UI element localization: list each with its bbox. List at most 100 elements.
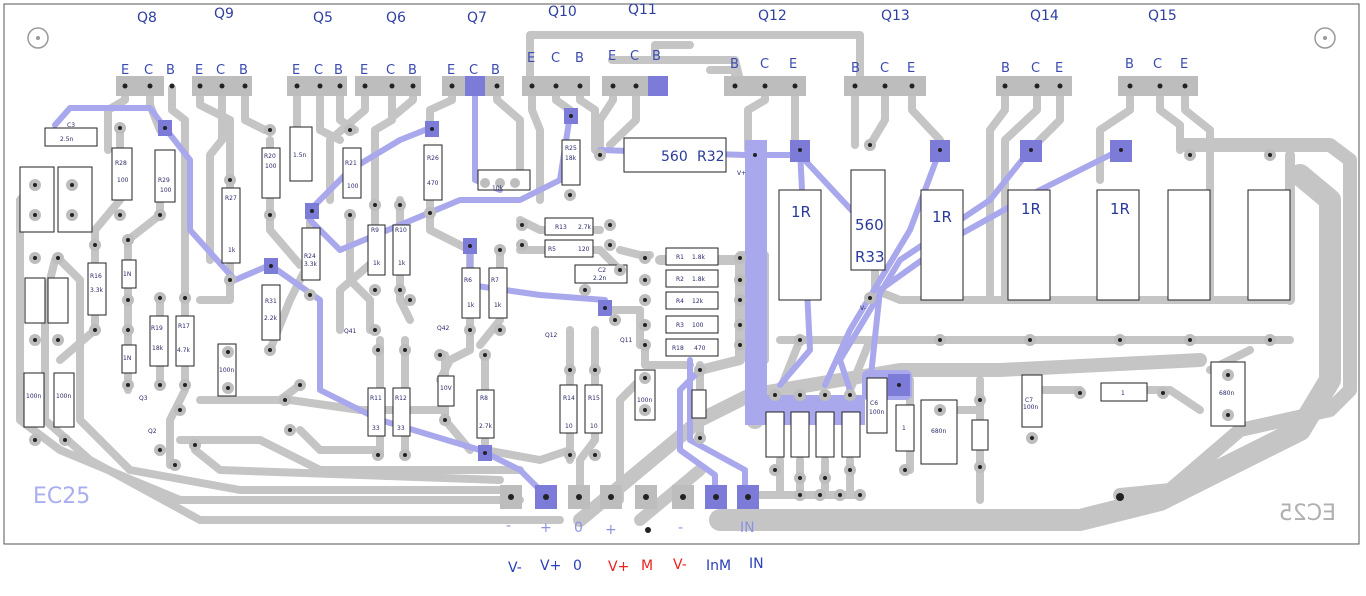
transistor-label-q10: Q10	[548, 4, 577, 20]
svg-text:1k: 1k	[373, 260, 381, 267]
svg-text:V+: V+	[737, 170, 746, 177]
svg-text:B: B	[1125, 57, 1134, 72]
transistor-label-q8: Q8	[137, 10, 157, 26]
transistor-label-q14: Q14	[1030, 8, 1059, 24]
svg-text:C: C	[144, 63, 153, 78]
svg-text:E: E	[608, 49, 616, 64]
legend-m: M	[641, 558, 653, 574]
svg-text:Q42: Q42	[437, 325, 450, 332]
svg-text:B: B	[166, 63, 175, 78]
svg-text:R14: R14	[563, 395, 575, 402]
r32-value: 560	[661, 149, 688, 165]
svg-text:470: 470	[694, 345, 706, 352]
svg-text:R3: R3	[676, 322, 684, 329]
svg-text:R4: R4	[676, 298, 684, 305]
edge-pad-minus-2: -	[678, 520, 683, 536]
transistor-label-q13: Q13	[881, 8, 910, 24]
svg-text:100n: 100n	[637, 397, 652, 404]
svg-text:E: E	[907, 61, 915, 76]
svg-text:100n: 100n	[219, 367, 234, 374]
legend-v-minus: V-	[508, 560, 522, 576]
svg-text:R10: R10	[395, 227, 407, 234]
svg-text:B: B	[730, 57, 739, 72]
svg-text:R2: R2	[676, 276, 684, 283]
svg-text:E: E	[1180, 57, 1188, 72]
svg-text:R1: R1	[676, 254, 684, 261]
svg-text:120: 120	[578, 246, 590, 253]
svg-text:C: C	[216, 63, 225, 78]
transistor-label-q15: Q15	[1148, 8, 1177, 24]
transistor-label-q7: Q7	[467, 10, 487, 26]
svg-text:100: 100	[265, 163, 277, 170]
power-resistor-1r-a: 1R	[791, 203, 811, 221]
svg-text:10: 10	[565, 423, 573, 430]
svg-text:R28: R28	[115, 160, 127, 167]
svg-text:C: C	[1153, 57, 1162, 72]
svg-text:Q41: Q41	[344, 328, 357, 335]
svg-text:E: E	[789, 57, 797, 72]
svg-text:R9: R9	[371, 227, 379, 234]
r32-label: R32	[697, 149, 725, 165]
component-outlines	[19, 126, 1291, 465]
svg-text:18k: 18k	[565, 155, 577, 162]
svg-text:C3: C3	[67, 122, 75, 129]
legend-v-plus: V+	[540, 558, 561, 574]
svg-text:R24: R24	[304, 253, 316, 260]
svg-text:E: E	[121, 63, 129, 78]
svg-text:1k: 1k	[467, 302, 475, 309]
legend-zero: 0	[573, 558, 582, 574]
svg-text:C2: C2	[598, 267, 606, 274]
svg-text:C: C	[314, 63, 323, 78]
svg-text:R19: R19	[151, 325, 163, 332]
svg-text:E: E	[527, 51, 535, 66]
svg-text:C: C	[880, 61, 889, 76]
svg-text:10V: 10V	[440, 385, 453, 392]
svg-text:B: B	[1001, 61, 1010, 76]
transistor-label-q12: Q12	[758, 8, 787, 24]
svg-text:B: B	[239, 63, 248, 78]
transistor-label-q9: Q9	[214, 6, 234, 22]
svg-text:E: E	[447, 63, 455, 78]
svg-text:Q2: Q2	[148, 428, 157, 435]
edge-pad-zero: 0	[574, 520, 583, 536]
power-resistor-1r-b: 1R	[932, 208, 952, 226]
edge-pad-plus: +	[540, 520, 552, 536]
svg-text:R8: R8	[480, 395, 488, 402]
svg-text:3.3k: 3.3k	[304, 261, 318, 268]
svg-text:C6: C6	[870, 400, 878, 407]
svg-text:Q12: Q12	[545, 332, 558, 339]
svg-text:C: C	[1031, 61, 1040, 76]
svg-text:18k: 18k	[152, 345, 164, 352]
svg-text:1: 1	[902, 425, 906, 432]
mounting-hole-left	[27, 27, 49, 49]
svg-text:Q11: Q11	[620, 337, 633, 344]
transistor-label-q6: Q6	[386, 10, 406, 26]
svg-text:100n: 100n	[869, 409, 884, 416]
svg-text:100n: 100n	[56, 393, 71, 400]
svg-text:1N: 1N	[123, 355, 131, 362]
svg-text:R26: R26	[427, 155, 439, 162]
svg-text:1.8k: 1.8k	[692, 254, 706, 261]
svg-text:1k: 1k	[398, 260, 406, 267]
svg-text:R7: R7	[491, 277, 499, 284]
svg-text:R20: R20	[264, 153, 276, 160]
mounting-hole-right	[1314, 27, 1336, 49]
svg-text:3.3k: 3.3k	[90, 287, 104, 294]
svg-text:E: E	[195, 63, 203, 78]
legend-in-m: InM	[706, 558, 731, 574]
svg-text:C: C	[630, 49, 639, 64]
svg-text:1.5n: 1.5n	[293, 152, 307, 159]
svg-text:1: 1	[1121, 390, 1125, 397]
r33-value: 560	[855, 216, 884, 234]
svg-text:12k: 12k	[692, 298, 704, 305]
svg-text:C: C	[551, 51, 560, 66]
svg-text:100: 100	[692, 322, 704, 329]
power-resistor-1r-d: 1R	[1110, 200, 1130, 218]
svg-text:100: 100	[117, 177, 129, 184]
svg-text:1k: 1k	[228, 247, 236, 254]
svg-text:1N: 1N	[123, 271, 131, 278]
svg-text:V-: V-	[860, 305, 866, 312]
svg-text:R11: R11	[370, 395, 382, 402]
